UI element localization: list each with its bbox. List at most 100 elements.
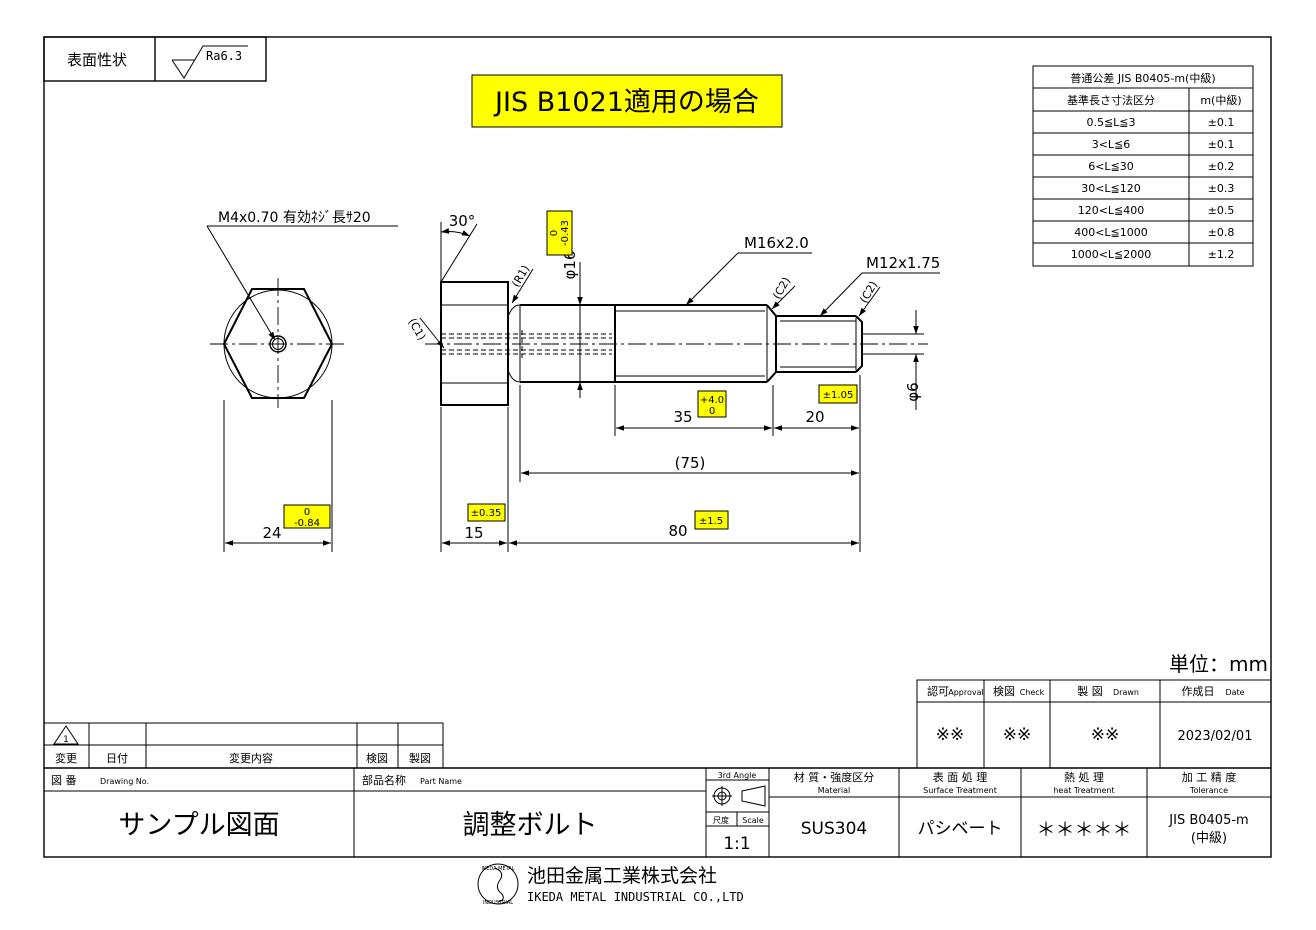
approval-header-en: Approval: [948, 688, 984, 697]
tol-range: 6<L≦30: [1088, 160, 1134, 173]
dim-shank-diameter: φ16: [561, 251, 579, 280]
check-header-en: Check: [1020, 688, 1045, 697]
roughness-symbol-icon: [171, 45, 248, 79]
revision-content-header: 変更内容: [229, 751, 273, 765]
revision-number: 1: [63, 735, 69, 745]
third-angle-projection-icon: [712, 785, 766, 807]
drawn-value: ※※: [1091, 725, 1120, 745]
general-tolerance-table: 普通公差 JIS B0405-m(中級) 基準長さ寸法区分 m(中級) 0.5≦…: [1032, 65, 1254, 267]
dim-thread-m12: M12x1.75: [866, 254, 940, 272]
dim-tol-lower: -0.84: [294, 518, 320, 529]
tol-value: ±0.3: [1208, 182, 1235, 195]
seal-top-text: IKEDA METAL: [481, 866, 514, 872]
tol-range: 3<L≦6: [1092, 138, 1131, 151]
projection-label: 3rd Angle: [718, 771, 757, 780]
approval-block: 認可 Approval 検図 Check 製 図 Drawn 作成日 Date …: [916, 679, 1272, 769]
dim-chamfer-c2: (C2): [770, 275, 793, 302]
revision-date-header: 日付: [106, 752, 128, 765]
surface-treatment-label-en: Surface Treatment: [923, 786, 997, 795]
tol-value: ±0.8: [1208, 226, 1235, 239]
tol-range: 0.5≦L≦3: [1086, 116, 1135, 129]
date-value: 2023/02/01: [1178, 729, 1253, 744]
dim-chamfer-c1: (C1): [405, 316, 428, 343]
tol-range: 400<L≦1000: [1074, 226, 1148, 239]
tolerance-label: 加 工 精 度: [1182, 770, 1237, 784]
surface-label: 表面性状: [67, 51, 127, 69]
part-name: 調整ボルト: [463, 810, 598, 841]
part-name-label-en: Part Name: [420, 777, 462, 786]
approval-value: ※※: [936, 725, 965, 745]
tol-value: ±0.2: [1208, 160, 1235, 173]
dim-thread-m16: M16x2.0: [744, 234, 809, 252]
tol-range: 120<L≦400: [1078, 204, 1145, 217]
company-name-en: IKEDA METAL INDUSTRIAL CO.,LTD: [527, 890, 744, 904]
roughness-value: Ra6.3: [206, 49, 242, 63]
dim-tol-upper: +4.0: [700, 395, 724, 406]
revision-drawn-header: 製図: [409, 751, 431, 765]
drawing-no-label-en: Drawing No.: [100, 777, 149, 786]
tapped-hole: [269, 335, 287, 353]
tol-value: ±0.1: [1208, 116, 1235, 129]
surface-texture-box: 表面性状 Ra6.3: [43, 36, 267, 82]
seahorse-icon: [494, 867, 504, 903]
approval-header: 認可: [927, 684, 949, 698]
tol-range: 1000<L≦2000: [1071, 248, 1152, 261]
dim-tol: ±1.05: [823, 390, 854, 401]
tol-value: ±0.5: [1208, 204, 1235, 217]
revision-triangle-icon: [53, 725, 79, 745]
company-name-jp: 池田金属工業株式会社: [527, 865, 717, 887]
dim-tol: ±0.35: [471, 508, 502, 519]
tol-table-col2: m(中級): [1200, 94, 1241, 107]
dim-width-across-flats: 24: [262, 524, 281, 542]
dim-thread-length-m12: 20: [805, 408, 824, 426]
tolerance-value: JIS B0405-m: [1168, 813, 1248, 828]
check-value: ※※: [1003, 725, 1032, 745]
jis-banner: JIS B1021適用の場合: [471, 74, 783, 128]
dim-head-height: 15: [464, 524, 483, 542]
bolt-side-view: [425, 281, 928, 406]
dim-end-diameter: φ6: [904, 382, 922, 401]
heat-treatment-label: 熱 処 理: [1064, 771, 1104, 784]
drawing-number: サンプル図面: [118, 810, 279, 841]
scale-label: 尺度: [713, 815, 729, 825]
check-header: 検図: [993, 684, 1015, 698]
scale-label-en: Scale: [742, 816, 764, 825]
dim-tol: ±1.5: [699, 516, 723, 527]
tol-table-col1: 基準長さ寸法区分: [1067, 93, 1155, 107]
part-name-label: 部品名称: [362, 773, 406, 787]
revision-block: 1 変更 日付 変更内容 検図 製図: [43, 722, 444, 769]
dim-tol-upper: 0: [304, 507, 310, 518]
title-block: 図 番 Drawing No. 部品名称 Part Name 3rd Angle…: [44, 767, 1271, 857]
tol-value: ±1.2: [1208, 248, 1235, 261]
revision-check-header: 検図: [366, 751, 388, 765]
drawn-header-en: Drawn: [1113, 688, 1139, 697]
banner-text: JIS B1021適用の場合: [493, 87, 759, 118]
date-header: 作成日: [1182, 685, 1215, 698]
date-header-en: Date: [1225, 688, 1244, 697]
dim-tol-upper: 0: [549, 230, 560, 236]
unit-label: 単位：mm: [1169, 652, 1268, 676]
heat-treatment-label-en: heat Treatment: [1053, 786, 1114, 795]
tol-range: 30<L≦120: [1081, 182, 1141, 195]
dim-tol-lower: -0.43: [560, 220, 571, 246]
revision-header: 変更: [55, 751, 77, 765]
drawing-no-label: 図 番: [51, 774, 77, 787]
scale-value: 1:1: [723, 834, 750, 854]
tol-value: ±0.1: [1208, 138, 1235, 151]
surface-treatment-value: パシベート: [918, 819, 1003, 839]
tol-table-title: 普通公差 JIS B0405-m(中級): [1070, 71, 1215, 85]
surface-treatment-label: 表 面 処 理: [933, 770, 988, 784]
dim-reference-length: (75): [675, 454, 706, 472]
dim-chamfer-angle: 30°: [449, 212, 476, 230]
seal-bottom-text: INDUSTRIAL: [483, 900, 513, 906]
company-logo: IKEDA METAL INDUSTRIAL: [477, 863, 519, 906]
tolerance-grade: (中級): [1191, 831, 1227, 846]
material-label: 材 質・強度区分: [794, 770, 875, 784]
drawn-header: 製 図: [1077, 684, 1103, 698]
sheet-border: [43, 36, 1272, 858]
dim-thread-length-m16: 35: [673, 408, 692, 426]
dim-tol-lower: 0: [709, 406, 715, 417]
heat-treatment-value: ＊＊＊＊＊: [1036, 819, 1131, 841]
material-value: SUS304: [801, 819, 867, 839]
